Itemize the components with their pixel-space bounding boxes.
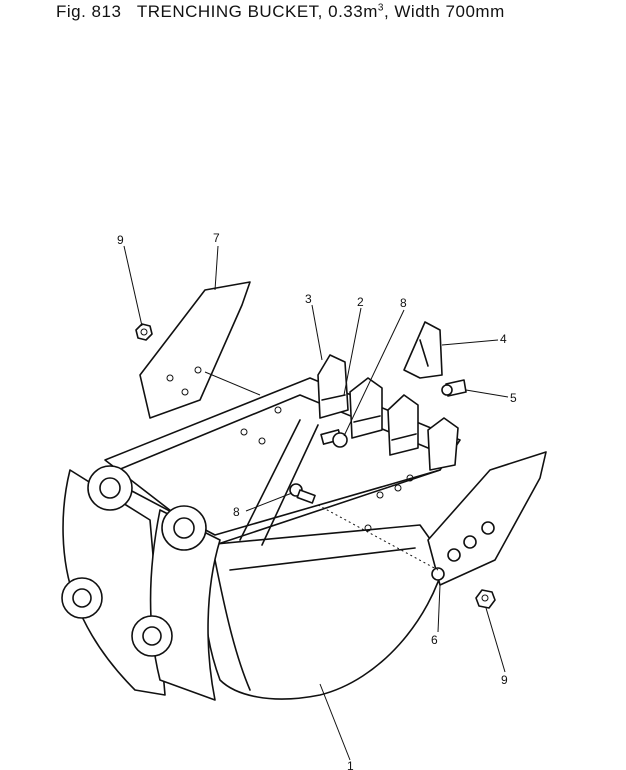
tooth-pin bbox=[441, 379, 467, 397]
bolt-upper bbox=[320, 429, 348, 448]
callout-3: 3 bbox=[305, 292, 312, 306]
side-cutter-right bbox=[427, 451, 547, 586]
callout-9-left: 9 bbox=[117, 233, 124, 247]
callout-9-right: 9 bbox=[501, 673, 508, 687]
callout-6: 6 bbox=[431, 633, 438, 647]
callout-1: 1 bbox=[347, 759, 354, 770]
callout-2: 2 bbox=[357, 295, 364, 309]
bolt-lower bbox=[289, 483, 316, 504]
pin-boss-upper-left bbox=[87, 465, 133, 511]
callout-4: 4 bbox=[500, 332, 507, 346]
figure-number: Fig. 813 bbox=[56, 2, 122, 21]
callout-8-upper: 8 bbox=[400, 296, 407, 310]
pin-boss-upper-right bbox=[161, 505, 207, 551]
nut-right bbox=[475, 589, 496, 609]
nut-left bbox=[135, 323, 153, 341]
figure-capacity-exponent: 3 bbox=[377, 2, 384, 14]
figure-capacity: 0.33m bbox=[328, 2, 378, 21]
callout-7: 7 bbox=[213, 231, 220, 245]
figure-width: , Width 700mm bbox=[383, 2, 505, 21]
figure-caption: TRENCHING BUCKET, bbox=[136, 2, 323, 21]
callouts: 1 2 3 4 5 6 7 8 8 9 9 bbox=[117, 231, 517, 770]
pin-boss-lower-left bbox=[61, 577, 103, 619]
figure-title: Fig. 813 TRENCHING BUCKET, 0.33m3, Width… bbox=[56, 2, 505, 22]
side-cutter-left bbox=[139, 281, 251, 419]
pin-boss-lower-right bbox=[131, 615, 173, 657]
callout-5: 5 bbox=[510, 391, 517, 405]
leader-lines bbox=[123, 245, 509, 761]
callout-8-lower: 8 bbox=[233, 505, 240, 519]
bucket-teeth bbox=[317, 354, 459, 471]
